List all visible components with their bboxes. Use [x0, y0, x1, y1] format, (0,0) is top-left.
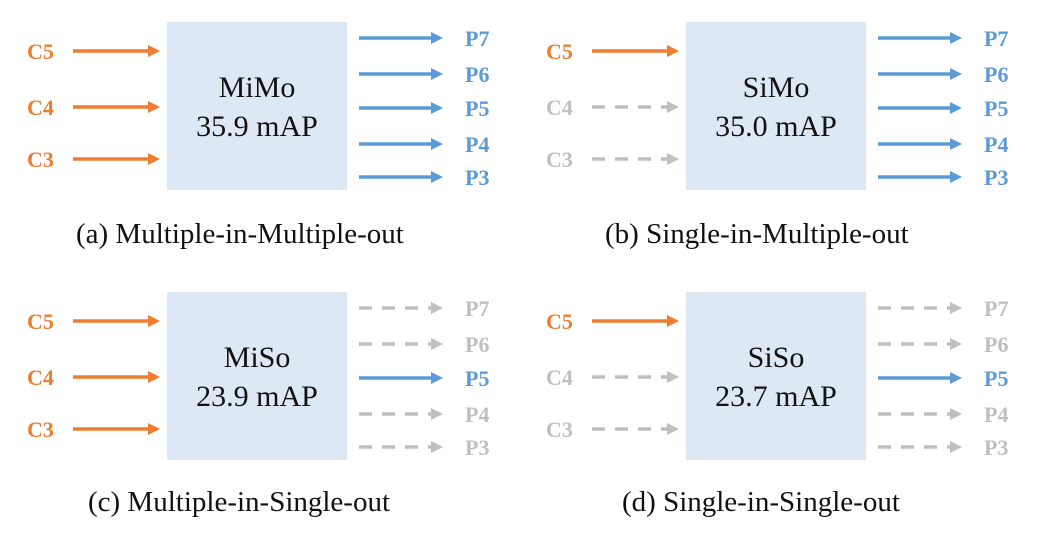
- block-name-d: SiSo: [748, 341, 805, 374]
- output-arrow-p3-a: [359, 171, 443, 183]
- output-arrow-p7-b: [878, 32, 962, 44]
- input-arrow-c5-d: [592, 315, 679, 327]
- input-arrow-c3-c: [73, 423, 160, 435]
- output-arrow-p3-c: [359, 441, 443, 453]
- output-arrow-p5-c: [359, 372, 443, 384]
- input-label-c3-d: C3: [546, 417, 573, 442]
- input-arrow-c4-a: [73, 101, 160, 113]
- output-label-p3-b: P3: [984, 165, 1008, 190]
- input-arrow-c5-a: [73, 45, 160, 57]
- output-label-p6-b: P6: [984, 62, 1008, 87]
- input-arrow-c3-a: [73, 153, 160, 165]
- input-label-c4-c: C4: [27, 365, 54, 390]
- output-label-p3-a: P3: [465, 165, 489, 190]
- input-label-c4-b: C4: [546, 95, 573, 120]
- block-score-a: 35.9 mAP: [196, 110, 318, 143]
- input-label-c3-a: C3: [27, 147, 54, 172]
- output-arrow-p7-a: [359, 32, 443, 44]
- input-arrow-c5-b: [592, 45, 679, 57]
- input-arrow-c4-d: [592, 371, 679, 383]
- input-label-c5-c: C5: [27, 309, 54, 334]
- block-box-a: [167, 22, 347, 190]
- output-label-p7-d: P7: [984, 296, 1008, 321]
- block-name-c: MiSo: [224, 341, 291, 374]
- input-label-c3-c: C3: [27, 417, 54, 442]
- block-name-a: MiMo: [219, 71, 296, 104]
- output-label-p5-d: P5: [984, 366, 1008, 391]
- caption-b: (b) Single-in-Multiple-out: [605, 218, 909, 250]
- input-arrow-c3-d: [592, 423, 679, 435]
- output-label-p6-c: P6: [465, 332, 489, 357]
- input-label-c5-d: C5: [546, 309, 573, 334]
- input-label-c4-d: C4: [546, 365, 573, 390]
- output-arrow-p5-a: [359, 102, 443, 114]
- block-score-b: 35.0 mAP: [715, 110, 837, 143]
- input-arrow-c4-c: [73, 371, 160, 383]
- output-arrow-p5-d: [878, 372, 962, 384]
- output-label-p4-a: P4: [465, 132, 489, 157]
- output-label-p7-a: P7: [465, 26, 489, 51]
- output-arrow-p4-d: [878, 408, 962, 420]
- output-arrow-p3-b: [878, 171, 962, 183]
- output-label-p4-d: P4: [984, 402, 1008, 427]
- output-arrow-p6-a: [359, 68, 443, 80]
- output-arrow-p3-d: [878, 441, 962, 453]
- input-label-c4-a: C4: [27, 95, 54, 120]
- block-name-b: SiMo: [743, 71, 810, 104]
- caption-c: (c) Multiple-in-Single-out: [88, 486, 391, 518]
- block-score-c: 23.9 mAP: [196, 380, 318, 413]
- output-label-p4-c: P4: [465, 402, 489, 427]
- output-arrow-p6-b: [878, 68, 962, 80]
- output-arrow-p6-d: [878, 338, 962, 350]
- input-label-c3-b: C3: [546, 147, 573, 172]
- output-arrow-p4-b: [878, 138, 962, 150]
- output-label-p5-b: P5: [984, 96, 1008, 121]
- output-arrow-p7-c: [359, 302, 443, 314]
- output-label-p6-a: P6: [465, 62, 489, 87]
- output-label-p7-c: P7: [465, 296, 489, 321]
- caption-a: (a) Multiple-in-Multiple-out: [76, 218, 404, 250]
- output-label-p3-d: P3: [984, 435, 1008, 460]
- input-arrow-c4-b: [592, 101, 679, 113]
- input-label-c5-a: C5: [27, 39, 54, 64]
- output-label-p7-b: P7: [984, 26, 1008, 51]
- block-box-b: [686, 22, 866, 190]
- output-arrow-p6-c: [359, 338, 443, 350]
- input-label-c5-b: C5: [546, 39, 573, 64]
- output-arrow-p4-c: [359, 408, 443, 420]
- input-arrow-c3-b: [592, 153, 679, 165]
- output-label-p5-a: P5: [465, 96, 489, 121]
- output-label-p5-c: P5: [465, 366, 489, 391]
- block-box-c: [167, 292, 347, 460]
- output-label-p4-b: P4: [984, 132, 1008, 157]
- output-arrow-p4-a: [359, 138, 443, 150]
- input-arrow-c5-c: [73, 315, 160, 327]
- block-score-d: 23.7 mAP: [715, 380, 837, 413]
- output-arrow-p5-b: [878, 102, 962, 114]
- block-box-d: [686, 292, 866, 460]
- output-arrow-p7-d: [878, 302, 962, 314]
- output-label-p6-d: P6: [984, 332, 1008, 357]
- output-label-p3-c: P3: [465, 435, 489, 460]
- caption-d: (d) Single-in-Single-out: [622, 486, 900, 518]
